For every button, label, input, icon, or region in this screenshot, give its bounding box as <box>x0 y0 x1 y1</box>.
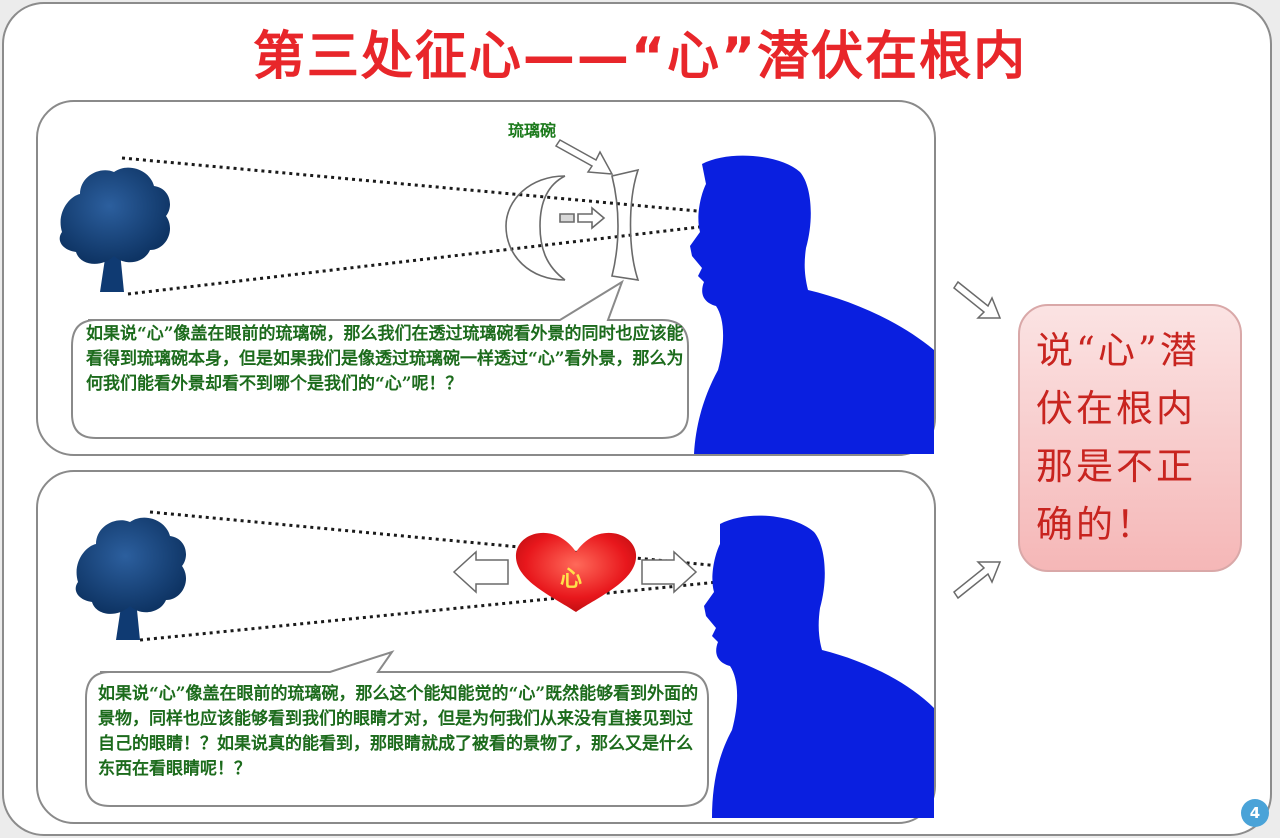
head-silhouette-top <box>690 155 934 454</box>
bubble-text-top: 如果说“心”像盖在眼前的琉璃碗，那么我们在透过琉璃碗看外景的同时也应该能看得到琉… <box>86 324 684 394</box>
bubble-text-bottom: 如果说“心”像盖在眼前的琉璃碗，那么这个能知能觉的“心”既然能够看到外面的景物，… <box>98 684 699 779</box>
heart-icon <box>515 532 637 612</box>
arrow-to-conclusion-top <box>952 280 1002 319</box>
conclusion-box <box>1018 304 1242 572</box>
arrow-to-conclusion-bottom <box>952 561 1002 600</box>
head-silhouette-bottom <box>704 515 934 818</box>
tree-icon-bottom <box>75 517 187 640</box>
page-number-badge: 4 <box>1241 799 1269 827</box>
tree-icon-top <box>59 167 171 292</box>
heart-label: 心 <box>560 566 583 592</box>
glass-bowl-icon <box>505 168 640 281</box>
conclusion-text: 说“心”潜伏在根内那是不正确的！ <box>1036 329 1200 546</box>
glass-bowl-label: 琉璃碗 <box>508 121 557 140</box>
sight-line-lower-bottom <box>139 580 719 642</box>
sight-line-upper-top <box>121 156 709 214</box>
arrow-right-icon <box>641 550 698 594</box>
arrow-icon-bowl <box>554 139 614 175</box>
arrow-left-icon <box>452 550 509 594</box>
speech-bubble-bottom <box>85 650 709 807</box>
page-title: 第三处征心——“心”潜伏在根内 <box>252 27 1028 87</box>
speech-bubble-top <box>71 279 689 439</box>
